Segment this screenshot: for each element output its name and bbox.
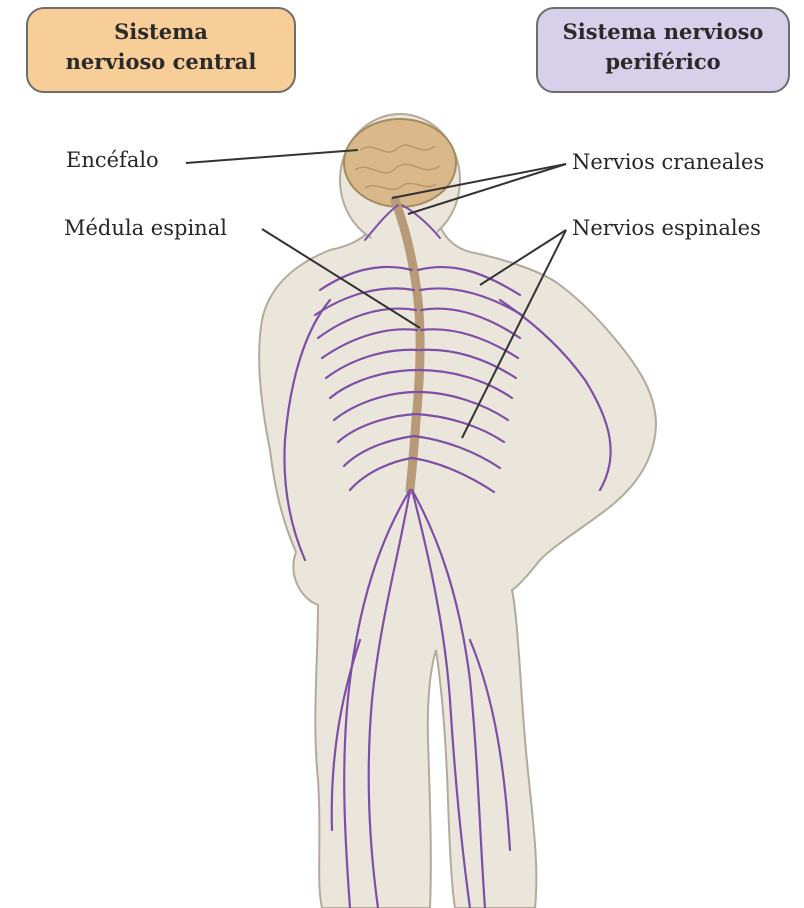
label-brain: Encéfalo [66, 148, 159, 172]
peripheral-nervous-system-box: Sistema nervioso periférico [536, 7, 790, 93]
central-box-line1: Sistema [28, 17, 294, 47]
brain-shape [344, 119, 456, 207]
label-spinal-cord: Médula espinal [64, 216, 227, 240]
central-box-line2: nervioso central [28, 47, 294, 77]
peripheral-box-line1: Sistema nervioso [538, 17, 788, 47]
peripheral-box-line2: periférico [538, 47, 788, 77]
label-spinal-nerves: Nervios espinales [572, 216, 761, 240]
label-cranial-nerves: Nervios craneales [572, 150, 764, 174]
central-nervous-system-box: Sistema nervioso central [26, 7, 296, 93]
